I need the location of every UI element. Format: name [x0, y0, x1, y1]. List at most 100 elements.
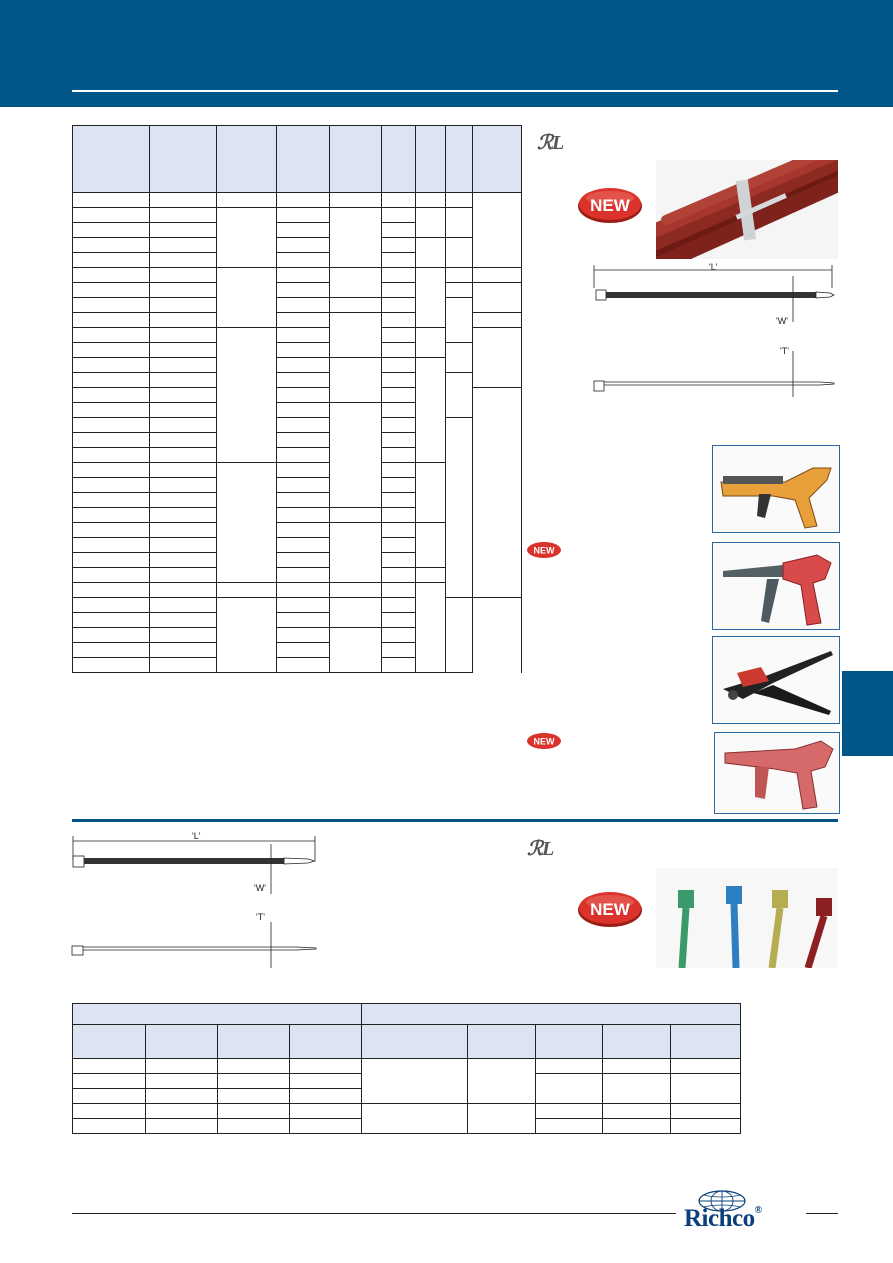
dimension-length-label: 'L'	[192, 831, 201, 841]
table-cell	[381, 372, 416, 388]
table-cell	[72, 252, 150, 268]
header-cell	[535, 1024, 603, 1059]
table-row	[72, 342, 522, 373]
table-cell	[72, 267, 150, 283]
table-cell	[381, 282, 416, 298]
table-cell	[72, 1103, 146, 1119]
table-cell	[381, 417, 416, 433]
table-cell	[289, 1103, 362, 1119]
table-cell	[329, 312, 382, 358]
table-cell	[149, 252, 217, 268]
table-cell	[72, 327, 150, 343]
table-row	[72, 507, 522, 523]
cable-bundle-photo	[656, 160, 838, 259]
table-cell	[72, 432, 150, 448]
table-cell	[216, 462, 277, 583]
table-cell	[415, 522, 446, 568]
header-rule	[72, 90, 838, 92]
dimension-length-label: 'L'	[709, 262, 718, 272]
table-cell	[149, 357, 217, 373]
table-cell	[149, 567, 217, 583]
table-cell	[535, 1118, 603, 1134]
new-badge-label: NEW	[590, 196, 631, 215]
cable-tie-side-drawing	[593, 351, 835, 397]
table-row	[72, 357, 522, 463]
table-cell	[381, 237, 416, 253]
table-cell	[145, 1103, 218, 1119]
table-cell	[445, 372, 473, 418]
table-cell	[72, 1118, 146, 1134]
table-cell	[289, 1118, 362, 1134]
table-cell	[276, 387, 330, 403]
header-cell	[467, 1024, 536, 1059]
table-cell	[276, 447, 330, 463]
table-cell	[276, 432, 330, 448]
table-cell	[149, 222, 217, 238]
table-cell	[445, 342, 473, 373]
table-cell	[72, 447, 150, 463]
cable-tie-dimension-drawing-lower	[72, 836, 317, 894]
header-cell	[217, 1024, 290, 1059]
table-cell	[149, 192, 217, 208]
table-cell	[329, 207, 382, 268]
table-cell	[415, 237, 446, 268]
spec-table-header-row	[72, 1024, 742, 1059]
table-row	[72, 1058, 742, 1104]
dimension-width-label: 'W'	[254, 883, 266, 893]
table-cell	[381, 642, 416, 658]
table-cell	[289, 1088, 362, 1104]
table-cell	[72, 207, 150, 223]
new-badge-icon: NEW	[578, 188, 642, 223]
table-cell	[276, 642, 330, 658]
spec-table-group-header	[72, 1003, 742, 1025]
table-cell	[149, 417, 217, 433]
table-cell	[415, 567, 446, 583]
table-cell	[415, 462, 446, 523]
table-cell	[329, 192, 382, 208]
table-cell	[72, 387, 150, 403]
table-cell	[445, 282, 473, 298]
ul-recognized-icon: ℛL	[537, 132, 564, 154]
table-cell	[381, 327, 416, 343]
table-cell	[276, 297, 330, 313]
table-cell	[72, 507, 150, 523]
table-cell	[149, 297, 217, 313]
table-cell	[72, 417, 150, 433]
table-cell	[72, 627, 150, 643]
table-row	[72, 597, 522, 673]
header-cell	[216, 125, 277, 193]
table-cell	[276, 537, 330, 553]
registered-mark: ®	[754, 1205, 762, 1216]
header-cell	[149, 125, 217, 193]
new-badge-label: NEW	[534, 737, 556, 747]
table-cell	[276, 417, 330, 433]
table-row	[72, 237, 522, 268]
table-cell	[381, 597, 416, 613]
table-cell	[381, 357, 416, 373]
table-cell	[145, 1088, 218, 1104]
table-cell	[216, 192, 277, 208]
table-cell	[276, 627, 330, 643]
table-cell	[329, 597, 382, 628]
table-cell	[415, 582, 446, 673]
table-cell	[72, 297, 150, 313]
table-cell	[276, 312, 330, 328]
table-cell	[149, 597, 217, 613]
new-badge-label: NEW	[534, 546, 556, 556]
table-row	[72, 612, 522, 628]
table-cell	[276, 477, 330, 493]
table-cell	[276, 207, 330, 223]
table-cell	[445, 237, 473, 268]
table-cell	[276, 492, 330, 508]
table-cell	[381, 522, 416, 538]
table-cell	[669, 1058, 742, 1074]
table-cell	[149, 477, 217, 493]
table-row	[72, 522, 522, 583]
header-cell	[602, 1024, 671, 1059]
header-cell	[145, 1024, 218, 1059]
table-cell	[381, 432, 416, 448]
table-cell	[472, 387, 522, 598]
dimension-thickness-label: 'T'	[780, 346, 789, 356]
table-cell	[381, 252, 416, 268]
table-cell	[149, 342, 217, 358]
